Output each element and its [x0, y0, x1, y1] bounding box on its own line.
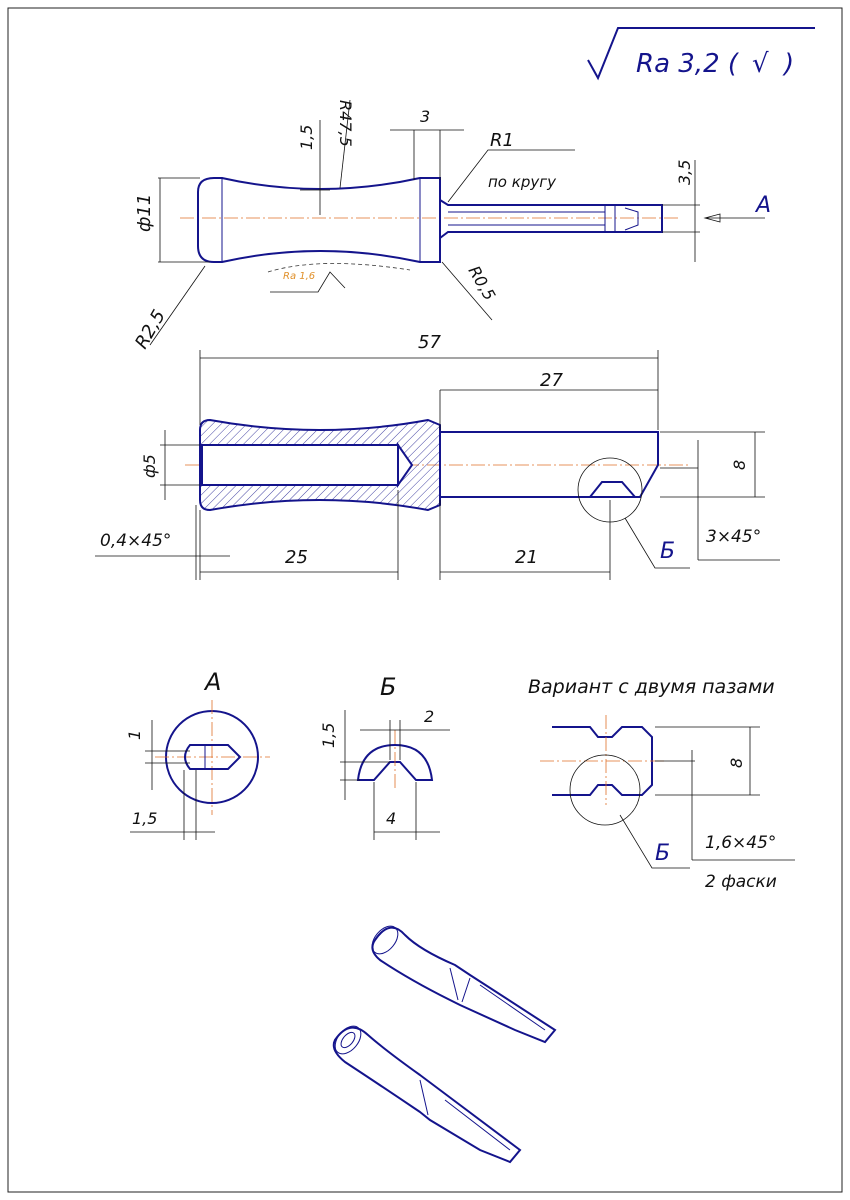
dim-tip: 3,5	[675, 160, 694, 185]
top-view: Ra 1,6 ф11 1,5 R47,5 3 R1 по кругу 3,5 A…	[131, 99, 771, 353]
dim-slot-position: 21	[515, 547, 538, 568]
dim-total-length: 57	[418, 332, 441, 353]
dim-r1: R1	[490, 130, 514, 151]
roughness-paren: )	[782, 49, 794, 79]
dim-view-a-1: 1	[125, 730, 144, 740]
dim-chamfer-tip: 3×45°	[706, 527, 761, 547]
dim-bore: ф5	[140, 454, 159, 478]
detail-b: Б 1,5 2 4	[319, 673, 450, 840]
dim-bore-length: 25	[285, 547, 308, 568]
variant-chamfer-note: 2 фаски	[705, 872, 777, 892]
section-view: 57 27 ф5 8 0,4×45° 25 21 Б 3×45°	[95, 332, 780, 580]
dim-width: 8	[730, 460, 749, 470]
dim-groove: 1,5	[297, 125, 316, 150]
dim-r1-note: по кругу	[488, 173, 557, 191]
detail-b-marker: Б	[660, 539, 675, 564]
dim-detail-b-width: 2	[424, 707, 434, 726]
dim-detail-b-height: 1,5	[319, 723, 338, 748]
variant-detail-b-marker: Б	[655, 841, 670, 866]
dim-handle-diameter: ф11	[134, 194, 155, 232]
view-a: A 1 1,5	[125, 668, 270, 840]
dim-view-a-1-5: 1,5	[132, 809, 157, 828]
detail-b-title: Б	[380, 673, 396, 701]
general-roughness-symbol: Ra 3,2 ( √ )	[587, 27, 815, 81]
dim-r2-5: R2,5	[131, 306, 170, 352]
roughness-check: √	[752, 49, 769, 79]
isometric-view-2	[332, 1025, 522, 1164]
dim-r0-5: R0,5	[465, 263, 500, 304]
dim-chamfer-end: 0,4×45°	[100, 531, 171, 551]
dim-variant-width: 8	[727, 758, 746, 768]
variant-title: Вариант с двумя пазами	[528, 676, 775, 698]
variant-two-slots: Вариант с двумя пазами 8 Б 1,6×45° 2 фас…	[528, 676, 795, 892]
view-a-title: A	[203, 668, 221, 696]
dim-variant-chamfer: 1,6×45°	[705, 833, 776, 853]
dim-collar: 3	[420, 107, 430, 126]
sheet-frame	[7, 7, 843, 1193]
dim-detail-b-base: 4	[386, 809, 396, 828]
dim-shaft-length: 27	[540, 370, 563, 391]
roughness-value: Ra 3,2 (	[636, 49, 740, 79]
local-roughness: Ra 1,6	[283, 271, 315, 282]
isometric-view-1	[371, 925, 557, 1044]
dim-r47: R47,5	[336, 100, 355, 147]
view-a-marker: A	[754, 193, 771, 218]
